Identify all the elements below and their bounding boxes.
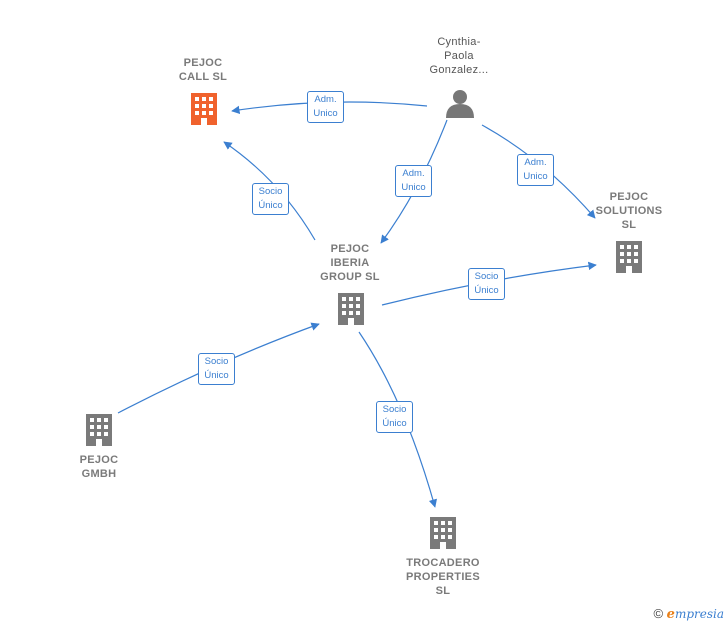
edge-label-line: Único: [204, 370, 229, 381]
label-line: PEJOC: [609, 191, 649, 203]
building-icon[interactable]: [616, 241, 642, 273]
node-label-pejoc-gmbh[interactable]: PEJOC GMBH: [58, 453, 140, 481]
node-label-pejoc-iberia[interactable]: PEJOC IBERIA GROUP SL: [304, 242, 396, 284]
label-line: SL: [621, 219, 637, 231]
label-line: TROCADERO: [406, 557, 480, 569]
label-line: PROPERTIES: [406, 571, 480, 583]
building-icon[interactable]: [430, 517, 456, 549]
label-line: SL: [435, 585, 451, 597]
edge-label-line: Socio: [204, 356, 229, 367]
label-line: PEJOC: [183, 57, 223, 69]
person-icon[interactable]: [446, 90, 474, 118]
label-line: Gonzalez...: [429, 64, 489, 76]
edge-label-cynthia-to-iberia[interactable]: Adm. Unico: [395, 165, 432, 197]
copyright-icon: ©: [653, 606, 664, 621]
edge-label-line: Único: [474, 285, 499, 296]
label-line: SOLUTIONS: [595, 205, 663, 217]
node-label-trocadero[interactable]: TROCADERO PROPERTIES SL: [397, 556, 489, 598]
edge-label-cynthia-to-call[interactable]: Adm. Unico: [307, 91, 344, 123]
edge-label-line: Único: [258, 200, 283, 211]
label-line: CALL SL: [178, 71, 228, 83]
edge-label-line: Socio: [258, 186, 283, 197]
building-icon[interactable]: [191, 93, 217, 125]
edge-label-line: Adm.: [402, 168, 425, 179]
edge-label-cynthia-to-solutions[interactable]: Adm. Unico: [517, 154, 554, 186]
brand-logo-text: mpresia: [674, 607, 724, 621]
edge-label-line: Adm.: [314, 94, 337, 105]
edge-label-iberia-to-solutions[interactable]: Socio Único: [468, 268, 505, 300]
node-label-cynthia[interactable]: Cynthia- Paola Gonzalez...: [413, 35, 505, 77]
edge-label-line: Unico: [313, 108, 338, 119]
edge-label-line: Adm.: [524, 157, 547, 168]
label-line: GROUP SL: [320, 271, 380, 283]
edge-label-iberia-to-call[interactable]: Socio Único: [252, 183, 289, 215]
edge-label-line: Socio: [382, 404, 407, 415]
edge-label-line: Socio: [474, 271, 499, 282]
label-line: IBERIA: [330, 257, 370, 269]
edge-label-line: Único: [382, 418, 407, 429]
brand-watermark: © empresia: [653, 606, 724, 622]
edge-label-line: Unico: [401, 182, 426, 193]
brand-logo-initial: e: [666, 607, 675, 622]
building-icon[interactable]: [86, 414, 112, 446]
label-line: PEJOC: [330, 243, 370, 255]
label-line: Cynthia-: [437, 36, 481, 48]
edge-label-iberia-to-trocadero[interactable]: Socio Único: [376, 401, 413, 433]
label-line: PEJOC: [79, 454, 119, 466]
label-line: Paola: [444, 50, 474, 62]
node-label-pejoc-solutions[interactable]: PEJOC SOLUTIONS SL: [584, 190, 674, 232]
edge-label-line: Unico: [523, 171, 548, 182]
edge-label-gmbh-to-iberia[interactable]: Socio Único: [198, 353, 235, 385]
label-line: GMBH: [81, 468, 117, 480]
building-icon[interactable]: [338, 293, 364, 325]
node-label-pejoc-call[interactable]: PEJOC CALL SL: [158, 56, 248, 84]
